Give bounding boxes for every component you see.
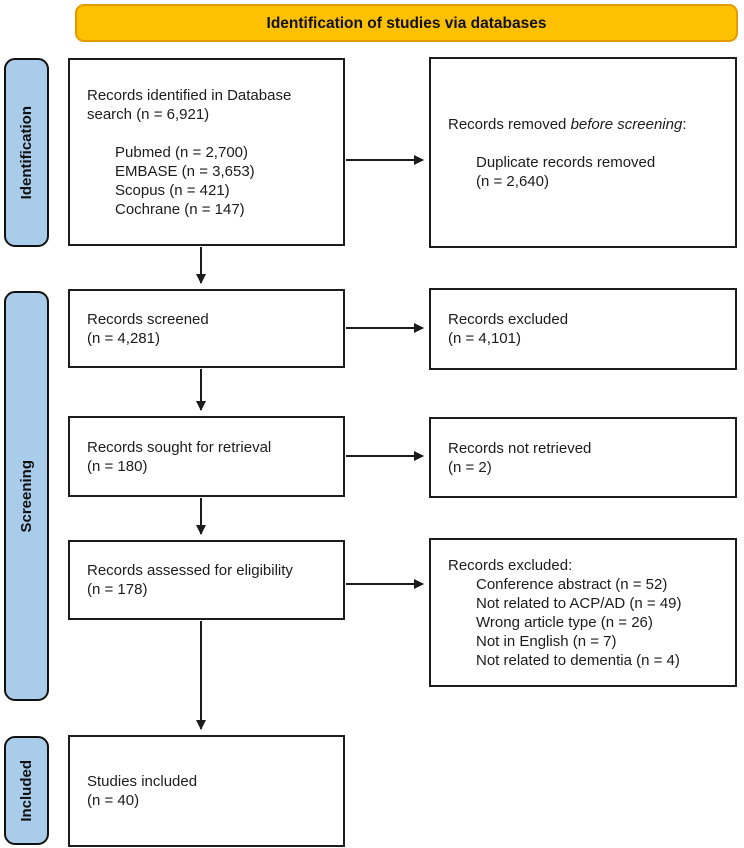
reason-not-in-english: Not in English (n = 7) — [476, 632, 617, 650]
box-records-assessed: Records assessed for eligibility (n = 17… — [68, 540, 345, 620]
box-records-not-retrieved: Records not retrieved (n = 2) — [429, 417, 737, 498]
studies-included-count: (n = 40) — [87, 792, 140, 809]
box-records-identified: Records identified in Database search (n… — [68, 58, 345, 246]
box-records-excluded-eligibility: Records excluded: Conference abstract (n… — [429, 538, 737, 687]
records-not-retrieved-count: (n = 2) — [448, 458, 492, 476]
box-records-screened: Records screened (n = 4,281) — [68, 289, 345, 368]
reason-wrong-article-type: Wrong article type (n = 26) — [476, 613, 653, 631]
records-assessed-count: (n = 178) — [87, 581, 148, 598]
banner-identification-via-databases: Identification of studies via databases — [75, 4, 738, 42]
records-excluded-label: Records excluded — [448, 311, 569, 328]
records-excluded-count: (n = 4,101) — [448, 330, 521, 347]
source-pubmed: Pubmed (n = 2,700) — [115, 143, 249, 161]
duplicates-removed-count: (n = 2,640) — [476, 172, 549, 190]
source-embase: EMBASE (n = 3,653) — [115, 162, 255, 180]
reason-not-related-acp-ad: Not related to ACP/AD (n = 49) — [476, 594, 682, 612]
box-records-removed-before-screening: Records removed before screening: Duplic… — [429, 57, 737, 248]
records-identified-title: Records identified in Database search (n… — [87, 86, 292, 123]
source-scopus: Scopus (n = 421) — [115, 181, 230, 199]
source-cochrane: Cochrane (n = 147) — [115, 200, 245, 218]
records-excluded-eligibility-title: Records excluded: — [448, 556, 573, 574]
stage-label-screening: Screening — [4, 291, 49, 701]
stage-label-identification: Identification — [4, 58, 49, 247]
records-removed-title: Records removed before screening: — [448, 115, 687, 133]
box-records-excluded-screening: Records excluded (n = 4,101) — [429, 288, 737, 370]
records-sought-label: Records sought for retrieval — [87, 438, 272, 456]
records-screened-label: Records screened — [87, 310, 209, 328]
banner-title: Identification of studies via databases — [266, 14, 547, 32]
duplicates-removed-label: Duplicate records removed — [476, 153, 656, 171]
box-studies-included: Studies included (n = 40) — [68, 735, 345, 847]
reason-not-related-dementia: Not related to dementia (n = 4) — [476, 651, 680, 669]
records-screened-count: (n = 4,281) — [87, 329, 160, 347]
reason-conference-abstract: Conference abstract (n = 52) — [476, 575, 668, 593]
records-assessed-label: Records assessed for eligibility — [87, 562, 293, 579]
studies-included-label: Studies included — [87, 773, 198, 790]
box-records-sought: Records sought for retrieval (n = 180) — [68, 416, 345, 497]
stage-label-included: Included — [4, 736, 49, 845]
records-not-retrieved-label: Records not retrieved — [448, 439, 592, 457]
records-sought-count: (n = 180) — [87, 457, 148, 475]
